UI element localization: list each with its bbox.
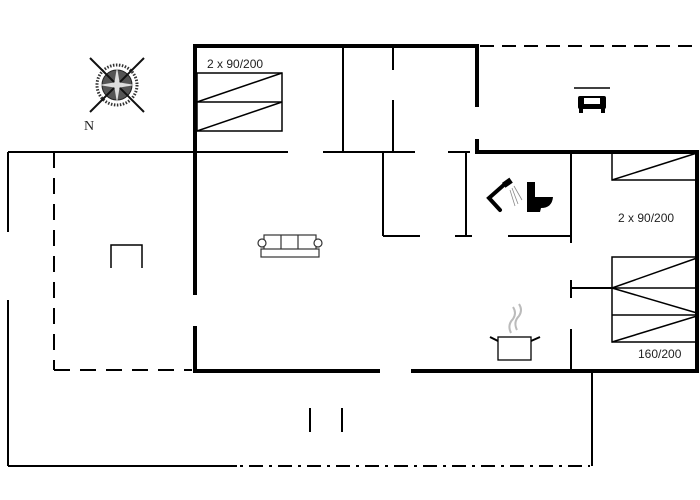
sofa-icon [257, 234, 323, 258]
bed-label-right-upper: 2 x 90/200 [618, 211, 674, 225]
shower-icon [486, 177, 523, 212]
toilet-icon [527, 182, 553, 212]
bed-top-left [196, 72, 283, 132]
table-icon [110, 244, 143, 268]
cooking-pot-icon [489, 303, 541, 361]
car-icon [574, 87, 610, 113]
terrace-outline [7, 152, 593, 467]
bed-label-right-lower: 160/200 [638, 347, 682, 361]
bed-label-top-left: 2 x 90/200 [207, 57, 263, 71]
interior-walls [8, 46, 612, 371]
compass-north-label: N [84, 119, 94, 134]
exterior-walls [193, 44, 699, 373]
compass-icon [89, 57, 145, 113]
bed-right-upper [611, 151, 698, 181]
bed-right-lower [611, 256, 698, 343]
